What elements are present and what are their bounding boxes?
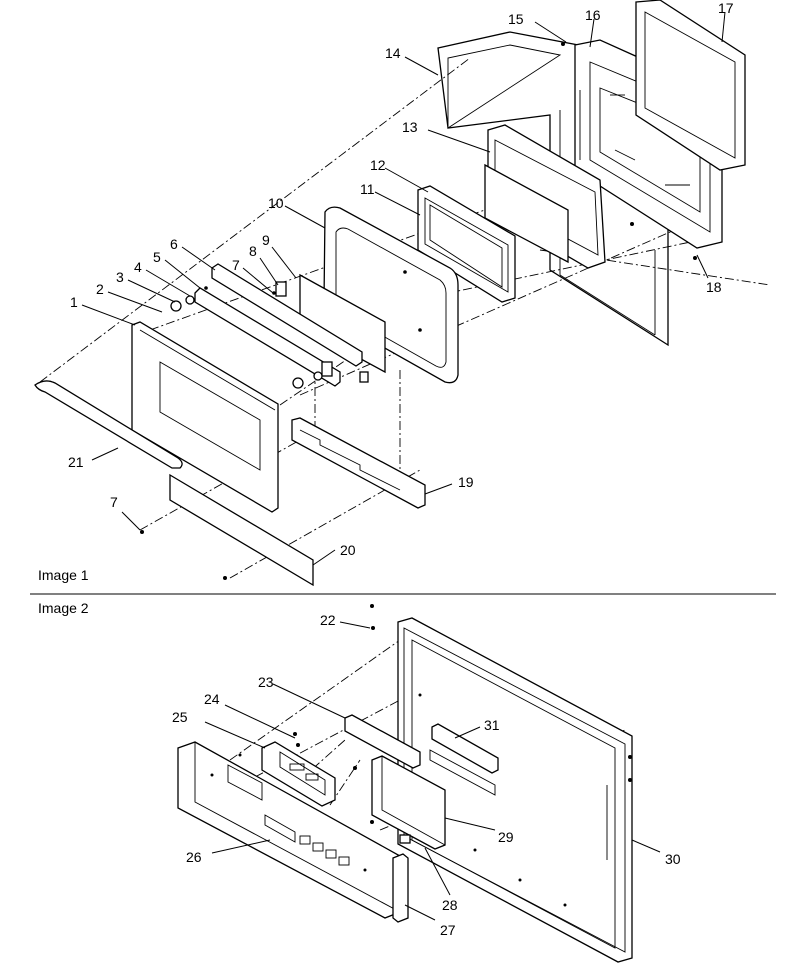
callouts-image2: 22 23 24 25 26 27 28 29 30 31	[172, 612, 681, 938]
callout-14: 14	[385, 45, 401, 61]
leader-lines-image1	[81, 11, 726, 566]
part-23-bracket	[344, 714, 421, 769]
callout-10: 10	[268, 195, 284, 211]
part-31-bracket	[429, 723, 499, 796]
callout-7b: 7	[110, 494, 118, 510]
part-20-kick-plate	[169, 473, 314, 587]
callout-2: 2	[96, 281, 104, 297]
callout-29: 29	[498, 829, 514, 845]
callout-11: 11	[360, 181, 375, 197]
callout-28: 28	[442, 897, 458, 913]
image2-control-panel-assembly: Image 2	[38, 600, 681, 963]
callout-26: 26	[186, 849, 202, 865]
part-9-inner-glass	[299, 273, 386, 374]
part-21-door-handle	[34, 380, 183, 469]
callout-20: 20	[340, 542, 356, 558]
part-26-control-panel	[177, 741, 401, 919]
callout-7: 7	[232, 257, 240, 273]
callout-8: 8	[249, 243, 257, 259]
part-2-4-hinge-caps	[170, 295, 323, 389]
callout-9: 9	[262, 232, 270, 248]
image1-title: Image 1	[38, 567, 89, 583]
callout-30: 30	[665, 851, 681, 867]
image2-title: Image 2	[38, 600, 89, 616]
callouts-image1: 1 2 3 4 5 6 7 8 9 10 11 12 13 14 15 16 1…	[68, 0, 734, 558]
callout-5: 5	[153, 249, 161, 265]
callout-6: 6	[170, 236, 178, 252]
part-27-end-cap	[392, 853, 409, 923]
callout-15: 15	[508, 11, 524, 27]
part-8-bracket	[275, 281, 369, 383]
screws-image1	[140, 42, 697, 580]
part-1-outer-door-panel	[131, 321, 279, 513]
part-19-vent-plate	[291, 417, 426, 509]
callout-3: 3	[116, 269, 124, 285]
part-12-middle-glass	[484, 163, 569, 264]
callout-31: 31	[484, 717, 500, 733]
callout-1: 1	[70, 294, 78, 310]
callout-22: 22	[320, 612, 336, 628]
callout-19: 19	[458, 474, 474, 490]
callout-17: 17	[718, 0, 734, 16]
part-17-gasket	[635, 0, 746, 171]
callout-16: 16	[585, 7, 601, 23]
callout-18: 18	[706, 279, 722, 295]
image1-oven-door-assembly: 1 2 3 4 5 6 7 8 9 10 11 12 13 14 15 16 1…	[34, 0, 771, 587]
callout-4: 4	[134, 259, 142, 275]
callout-24: 24	[204, 691, 220, 707]
part-25-control-board	[261, 732, 336, 807]
callout-21: 21	[68, 454, 84, 470]
callout-27: 27	[440, 922, 456, 938]
part-29-control-box	[371, 755, 446, 850]
callout-13: 13	[402, 119, 418, 135]
part-6-strip	[211, 263, 363, 367]
callout-23: 23	[258, 674, 274, 690]
part-30-oven-frame	[397, 617, 633, 963]
callout-25: 25	[172, 709, 188, 725]
callout-12: 12	[370, 157, 386, 173]
screws-image2	[353, 604, 632, 824]
leader-lines-image2	[204, 621, 661, 921]
